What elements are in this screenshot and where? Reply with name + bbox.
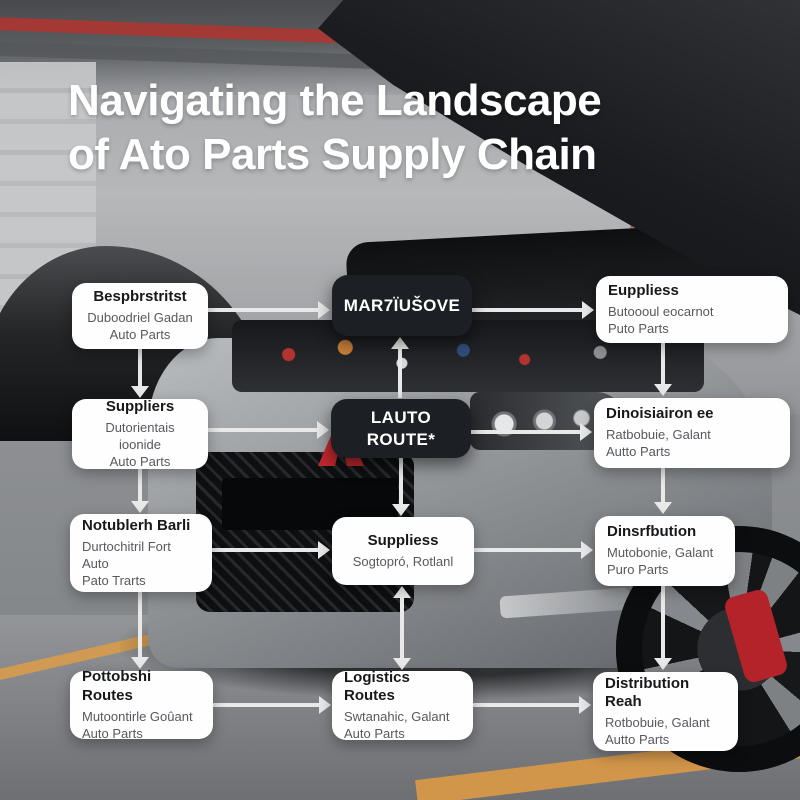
node-r1-title: Euppliess [608,281,679,299]
arrow-l3-to-m3 [212,541,330,559]
node-r1-sub1: Butoooul eocarnot [608,303,714,319]
node-l1-title: Bespbrstritst [93,288,187,306]
node-r2-sub1: Ratbobuie, Galant [606,427,711,443]
node-l4-title: Pottobshi Routes [82,668,152,704]
node-l3-sub1: Durtochitril Fort Auto [82,538,171,571]
node-m4: Logistics Routes Swtanahic, Galant Auto … [332,668,473,742]
node-l3: Notublerh Barli Durtochitril Fort Auto P… [70,514,212,592]
arrow-r3-to-r4 [654,586,672,670]
arrow-m1-to-r1 [472,301,594,319]
node-l2: Suppliers Dutorientais ioonide Auto Part… [72,397,208,469]
node-m1: MAR7ÏUŠOVE [332,275,472,336]
arrow-l1-to-l2 [131,349,149,398]
page-title-line2: of Ato Parts Supply Chain [68,129,597,179]
node-m4-sub2: Auto Parts [344,726,405,742]
node-r3: Dinsrfbution Mutobonie, Galant Puro Part… [595,516,735,586]
node-m4-sub1: Swtanahic, Galant [344,709,450,725]
node-l4: Pottobshi Routes Mutoontirle Goûant Auto… [70,668,213,741]
page-title-line1: Navigating the Landscape [68,76,602,125]
arrow-m2-to-m3 [392,458,410,516]
node-l2-title: Suppliers [105,397,175,415]
node-r3-sub2: Puro Parts [607,562,669,578]
arrow-m3-to-r3 [474,541,593,559]
node-l3-sub2: Pato Trarts [82,572,146,588]
node-m4-title: Logistics Routes [344,668,410,705]
node-l1-sub1: Duboodriel Gadan [87,310,193,326]
node-r2-sub2: Autto Parts [606,444,671,460]
node-r4: Distribution Reah Rotbobuie, Galant Autt… [593,672,738,751]
node-m1-title: MAR7ÏUŠOVE [343,295,461,315]
node-m3-title: Suppliess [367,532,439,550]
node-r1: Euppliess Butoooul eocarnot Puto Parts [596,276,788,343]
node-l1-sub2: Auto Parts [109,327,171,343]
node-r3-sub1: Mutobonie, Galant [607,545,714,561]
node-r4-title: Distribution Reah [605,674,690,711]
node-l3-title: Notublerh Barli [82,516,191,534]
node-l1: Bespbrstritst Duboodriel Gadan Auto Part… [72,283,208,349]
arrow-l1-to-m1 [208,301,330,319]
node-m2: LAUTO ROUTE* [331,399,471,458]
node-m3: Suppliess Sogtopró, Rotlanl [332,517,474,585]
arrow-m3-m4-bidirectional [393,586,411,670]
node-r3-title: Dinsrfbution [607,523,697,541]
arrow-m2-to-r2 [471,423,592,441]
node-m3-sub1: Sogtopró, Rotlanl [352,553,454,569]
node-l2-sub1: Dutorientais ioonide [105,419,175,452]
node-r4-sub2: Autto Parts [605,732,670,748]
arrow-l4-to-m4 [213,696,331,714]
node-l4-sub1: Mutoontirle Goûant [82,708,193,724]
arrow-m4-to-r4 [473,696,591,714]
node-r2: Dinoisiairon ee Ratbobuie, Galant Autto … [594,398,790,468]
arrow-r1-to-r2 [654,343,672,396]
arrow-m2-to-m1 [391,337,409,398]
arrow-l2-to-l3 [131,469,149,513]
node-l2-sub2: Auto Parts [109,453,171,469]
node-r1-sub2: Puto Parts [608,320,669,336]
arrow-l2-to-m2 [208,421,329,439]
node-m2-title: LAUTO ROUTE* [366,408,436,449]
node-r4-sub1: Rotbobuie, Galant [605,715,710,731]
arrow-r2-to-r3 [654,468,672,514]
node-l4-sub2: Auto Parts [82,725,143,741]
arrow-l3-to-l4 [131,592,149,669]
page-title: Navigating the Landscape of Ato Parts Su… [68,74,728,181]
node-r2-title: Dinoisiairon ee [606,405,714,423]
